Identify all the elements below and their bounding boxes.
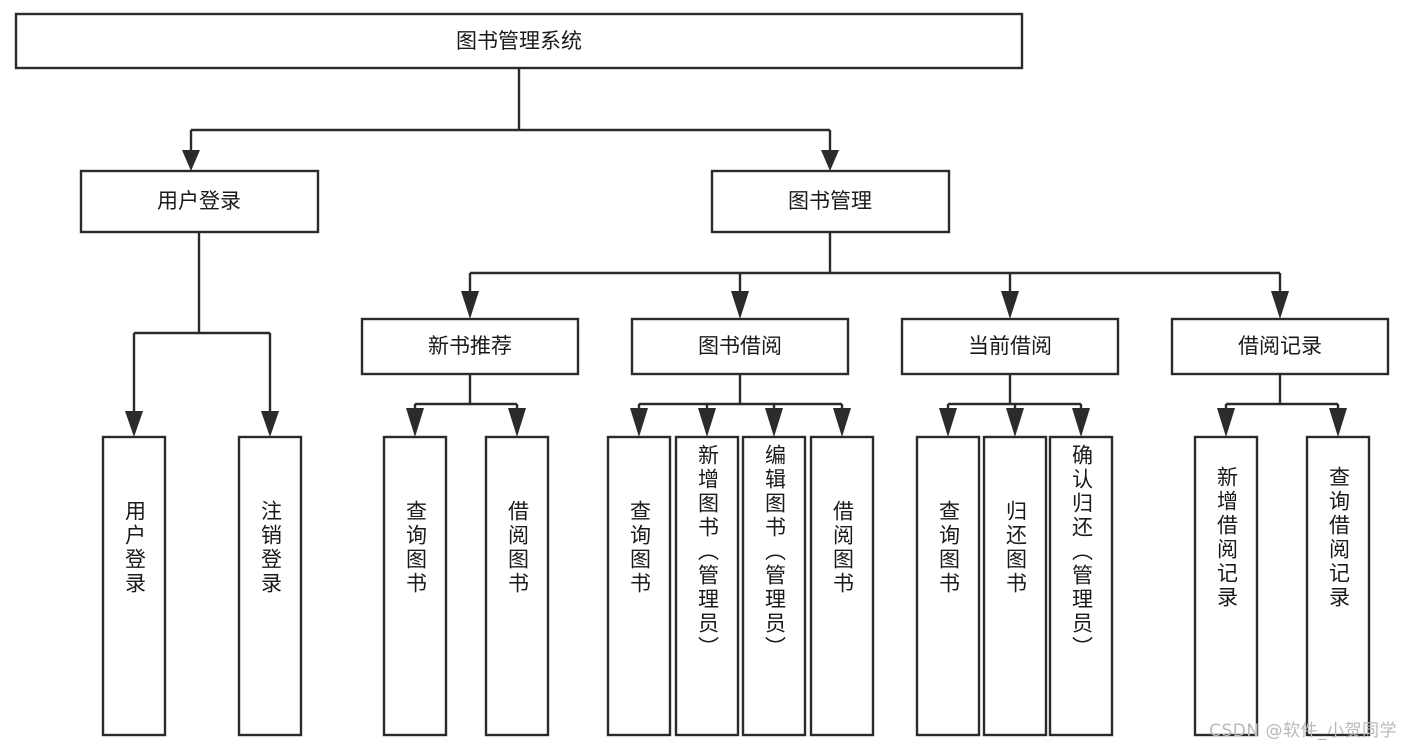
- leaf-add-book-label: 新增图书（管理员）: [695, 444, 720, 660]
- leaf-user-logout-label: 注销登录: [258, 500, 283, 596]
- leaf-borrow-book-2[interactable]: 借阅图书: [809, 435, 875, 737]
- leaf-add-record[interactable]: 新增借阅记录: [1193, 435, 1259, 737]
- arrow-leaf-add-record: [1217, 408, 1235, 437]
- leaf-borrow-book-2-label: 借阅图书: [830, 500, 855, 596]
- arrow-to-new-book-recommend: [461, 291, 479, 319]
- arrow-leaf-query-book-1: [406, 408, 424, 437]
- arrow-leaf-query-book-3: [939, 408, 957, 437]
- leaf-borrow-book-2-box[interactable]: [809, 435, 875, 737]
- node-user-login[interactable]: 用户登录: [79, 169, 320, 234]
- node-root[interactable]: 图书管理系统: [14, 12, 1024, 70]
- leaf-query-record-label: 查询借阅记录: [1326, 466, 1351, 610]
- node-book-borrow-label: 图书借阅: [698, 334, 782, 358]
- leaf-query-book-3-box[interactable]: [915, 435, 981, 737]
- node-user-login-box[interactable]: [79, 169, 320, 234]
- leaf-borrow-book-1[interactable]: 借阅图书: [484, 435, 550, 737]
- node-current-borrow-box[interactable]: [900, 317, 1120, 376]
- node-current-borrow-label: 当前借阅: [968, 334, 1052, 358]
- connector-layer: [125, 68, 1347, 437]
- arrow-leaf-user-logout: [261, 411, 279, 437]
- leaf-query-book-1[interactable]: 查询图书: [382, 435, 448, 737]
- leaf-user-login-box[interactable]: [101, 435, 167, 737]
- leaf-query-book-2[interactable]: 查询图书: [606, 435, 672, 737]
- leaf-return-book-box[interactable]: [982, 435, 1048, 737]
- leaf-query-book-1-box[interactable]: [382, 435, 448, 737]
- arrow-leaf-edit-book: [765, 408, 783, 437]
- arrow-leaf-borrow-book-1: [508, 408, 526, 437]
- arrow-leaf-add-book: [698, 408, 716, 437]
- leaf-user-login[interactable]: 用户登录: [101, 435, 167, 737]
- leaf-user-logout-box[interactable]: [237, 435, 303, 737]
- arrow-to-book-manage: [821, 150, 839, 171]
- leaf-return-book[interactable]: 归还图书: [982, 435, 1048, 737]
- arrow-leaf-confirm-return: [1072, 408, 1090, 437]
- leaf-edit-book-box[interactable]: [741, 435, 807, 737]
- node-book-borrow-box[interactable]: [630, 317, 850, 376]
- node-book-manage[interactable]: 图书管理: [710, 169, 951, 234]
- node-borrow-record-box[interactable]: [1170, 317, 1390, 376]
- leaf-add-record-box[interactable]: [1193, 435, 1259, 737]
- arrow-leaf-user-login: [125, 411, 143, 437]
- node-current-borrow[interactable]: 当前借阅: [900, 317, 1120, 376]
- leaf-return-book-label: 归还图书: [1003, 500, 1028, 596]
- leaf-add-record-label: 新增借阅记录: [1214, 466, 1239, 610]
- node-book-borrow[interactable]: 图书借阅: [630, 317, 850, 376]
- leaf-edit-book[interactable]: 编辑图书（管理员）: [741, 435, 807, 737]
- arrow-to-book-borrow: [731, 291, 749, 319]
- leaf-add-book-box[interactable]: [674, 435, 740, 737]
- arrow-leaf-query-record: [1329, 408, 1347, 437]
- node-root-label: 图书管理系统: [456, 29, 582, 53]
- arrow-to-user-login: [182, 150, 200, 171]
- leaf-query-book-1-label: 查询图书: [403, 500, 428, 596]
- node-new-book-recommend-label: 新书推荐: [428, 334, 512, 358]
- leaf-add-book[interactable]: 新增图书（管理员）: [674, 435, 740, 737]
- leaf-borrow-book-1-label: 借阅图书: [505, 500, 530, 596]
- arrow-leaf-query-book-2: [630, 408, 648, 437]
- leaf-query-book-2-box[interactable]: [606, 435, 672, 737]
- node-book-manage-label: 图书管理: [788, 189, 872, 213]
- leaf-confirm-return-label: 确认归还（管理员）: [1069, 444, 1094, 660]
- leaf-edit-book-label: 编辑图书（管理员）: [762, 444, 787, 660]
- leaf-user-logout[interactable]: 注销登录: [237, 435, 303, 737]
- leaf-query-record-box[interactable]: [1305, 435, 1371, 737]
- leaf-query-book-3[interactable]: 查询图书: [915, 435, 981, 737]
- arrow-to-borrow-record: [1271, 291, 1289, 319]
- arrow-to-current-borrow: [1001, 291, 1019, 319]
- leaf-query-record[interactable]: 查询借阅记录: [1305, 435, 1371, 737]
- node-new-book-recommend-box[interactable]: [360, 317, 580, 376]
- node-book-manage-box[interactable]: [710, 169, 951, 234]
- leaf-confirm-return[interactable]: 确认归还（管理员）: [1048, 435, 1114, 737]
- node-user-login-label: 用户登录: [157, 189, 241, 213]
- node-borrow-record[interactable]: 借阅记录: [1170, 317, 1390, 376]
- arrow-leaf-borrow-book-2: [833, 408, 851, 437]
- leaf-confirm-return-box[interactable]: [1048, 435, 1114, 737]
- leaf-borrow-book-1-box[interactable]: [484, 435, 550, 737]
- node-new-book-recommend[interactable]: 新书推荐: [360, 317, 580, 376]
- node-root-box[interactable]: [14, 12, 1024, 70]
- leaf-query-book-3-label: 查询图书: [936, 500, 961, 596]
- leaf-query-book-2-label: 查询图书: [627, 500, 652, 596]
- leaf-user-login-label: 用户登录: [122, 500, 147, 596]
- node-borrow-record-label: 借阅记录: [1238, 334, 1322, 358]
- arrow-leaf-return-book: [1006, 408, 1024, 437]
